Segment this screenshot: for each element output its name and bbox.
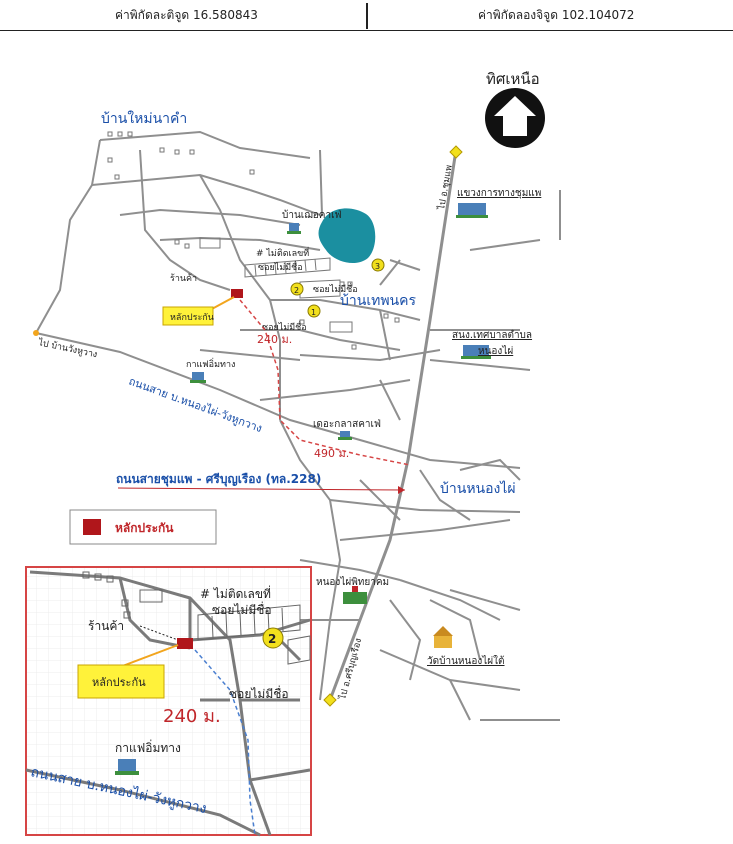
houses: [107, 131, 400, 350]
collateral-label-box: [162, 306, 214, 326]
collateral-label: หลักประกัน: [170, 313, 214, 323]
pond: [318, 208, 376, 264]
cafe-icon: [190, 372, 206, 383]
village-ban-nong-phai: บ้านหนองไผ่: [440, 480, 516, 497]
cafe-icon: [338, 431, 352, 440]
longitude-text: ค่าพิกัดลองจิจูด 102.104072: [478, 8, 635, 22]
municipal-office-icon: [461, 345, 491, 359]
inset-collateral-label-box: [77, 664, 165, 699]
label-ban-moei-cafe: บ้านเฌอคาเฟ่: [282, 209, 342, 221]
inset-no-house-number: # ไม่ติดเลขที่: [200, 585, 271, 601]
label-road-main: ถนนสายชุมแพ - ศรีบุญเรือง (ทล.228): [116, 472, 321, 487]
inset-unnamed-soi: ซอยไม่มีชื่อ: [229, 685, 289, 701]
svg-text:1: 1: [311, 308, 316, 317]
road-end-marker-west: [33, 330, 39, 336]
svg-text:3: 3: [375, 262, 380, 271]
inset-unnamed-soi-top: ซอยไม่มีชื่อ: [212, 601, 272, 617]
marker-1: 1: [307, 304, 321, 318]
arrow-head-icon: [398, 486, 405, 494]
svg-text:2: 2: [268, 632, 276, 646]
north-label: ทิศเหนือ: [486, 70, 540, 88]
inset-collateral-marker-icon: [177, 638, 193, 649]
svg-text:2: 2: [294, 286, 299, 295]
inset-collateral-label: หลักประกัน: [92, 676, 146, 689]
label-sao-office: สนง.เทศบาลตำบล: [452, 330, 532, 341]
inset-cafe: กาแฟอิ่มทาง: [115, 739, 181, 755]
label-no-house-number: # ไม่ติดเลขที่: [256, 246, 309, 259]
inset-shop-leader: [139, 625, 179, 641]
distance-240: 240 ม.: [257, 333, 292, 346]
legend-swatch: [83, 519, 101, 535]
temple-icon: [433, 626, 453, 648]
label-shop: ร้านค้า: [170, 273, 197, 284]
legend: หลักประกัน: [69, 509, 217, 545]
inset-cafe-icon: [115, 759, 139, 775]
school-icon: [343, 586, 367, 604]
label-highway-office: แขวงการทางชุมแพ: [457, 188, 541, 199]
label-unnamed-soi-1: ซอยไม่มีชื่อ: [258, 260, 303, 273]
label-unnamed-soi-3: ซอยไม่มีชื่อ: [262, 320, 307, 333]
village-ban-thep-nakhon: บ้านเทพนคร: [340, 293, 416, 309]
inset-distance: 240 ม.: [163, 706, 221, 727]
road-network: [35, 130, 561, 721]
label-school: หนองไผ่พิทยาคม: [316, 576, 389, 588]
label-dekor-cafe: เดอะกลาสคาเฟ่: [313, 419, 381, 430]
north-arrow-icon: [485, 88, 545, 148]
marker-2: 2: [290, 282, 304, 296]
coordinates-header: ค่าพิกัดละติจูด 16.580843 ค่าพิกัดลองจิจ…: [0, 0, 733, 31]
header-divider: [366, 3, 368, 29]
label-unnamed-soi-2: ซอยไม่มีชื่อ: [313, 282, 358, 295]
label-temple: วัดบ้านหนองไผ่ใต้: [427, 655, 505, 667]
label-to-chumphae: ไป อ.ชุมแพ: [436, 164, 455, 211]
label-road-nongphai-wanghu: ถนนสาย บ.หนองไผ่-วังหูกวาง: [127, 375, 264, 435]
collateral-pointer: [209, 296, 235, 311]
road-end-marker-south: [323, 693, 337, 707]
cafe-icon: [287, 223, 301, 234]
road-main-arrow: [117, 487, 406, 491]
village-ban-mai-na-kham: บ้านใหม่นาคำ: [101, 110, 187, 127]
inset-shop: ร้านค้า: [88, 619, 124, 633]
marker-3: 3: [371, 258, 385, 272]
label-cafe-im-thang: กาแฟอิ่มทาง: [186, 357, 235, 370]
collateral-marker-icon: [231, 289, 243, 298]
office-building-icon: [456, 203, 488, 218]
label-sao-office-2: หนองไผ่: [478, 345, 513, 357]
legend-label: หลักประกัน: [115, 521, 174, 535]
latitude-text: ค่าพิกัดละติจูด 16.580843: [115, 8, 258, 22]
header-underline: [595, 30, 733, 31]
inset-map: # ไม่ติดเลขที่ ซอยไม่มีชื่อ ร้านค้า หลัก…: [25, 566, 312, 837]
road-end-marker-north: [449, 145, 463, 159]
distance-490: 490 ม.: [314, 447, 349, 460]
inset-marker-2: 2: [262, 627, 284, 649]
inset-collateral-pointer: [119, 644, 179, 668]
